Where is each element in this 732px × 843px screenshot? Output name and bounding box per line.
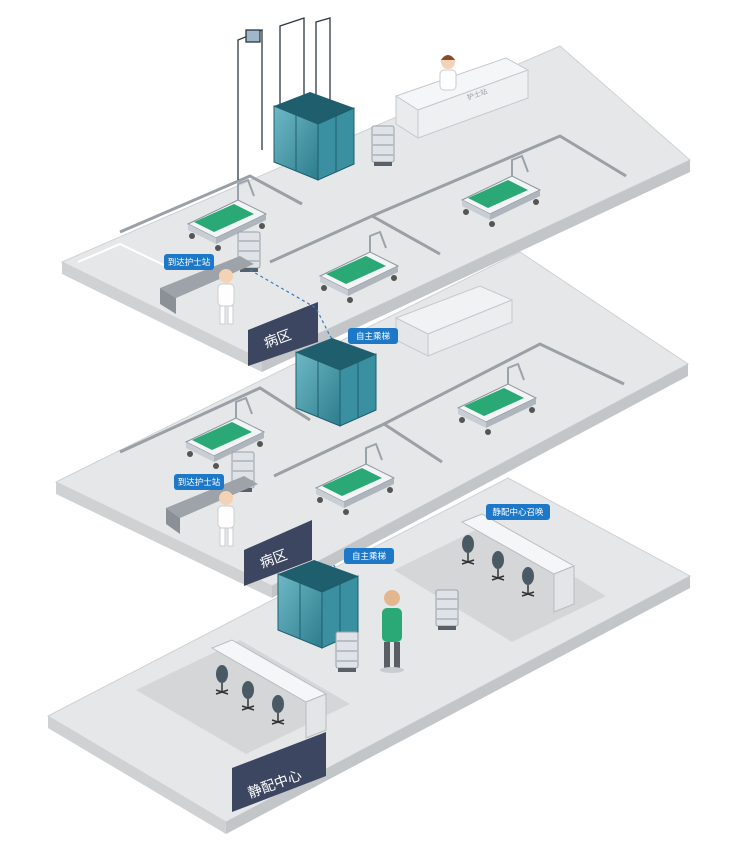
robot-icon — [371, 125, 395, 167]
person-icon — [217, 269, 235, 325]
robot-icon — [335, 631, 359, 673]
reception-counter — [160, 256, 254, 314]
bottom-floor: 静配中心 自主乘梯 静配中心召唤 — [46, 477, 692, 834]
person-icon — [217, 491, 235, 547]
middle-floor: 病区 自主乘梯 到达护士站 — [54, 251, 689, 598]
nurse-icon — [439, 55, 457, 91]
callout-top-nurse-station: 到达护士站 — [164, 254, 214, 270]
callout-text: 自主乘梯 — [356, 331, 391, 342]
elevator-shaft-icon — [237, 17, 331, 180]
callout-text: 到达护士站 — [168, 257, 211, 268]
callout-pivas-call: 静配中心召唤 — [486, 504, 550, 520]
robot-icon — [435, 589, 459, 631]
elevator-icon — [273, 91, 355, 181]
callout-text: 自主乘梯 — [352, 551, 387, 562]
top-floor: 护士站 病区 — [60, 17, 691, 372]
reception-counter — [166, 476, 258, 534]
zone-sign-top: 病区 — [248, 302, 318, 366]
callout-text: 静配中心召唤 — [492, 507, 544, 518]
clean-bench-right — [460, 513, 576, 613]
clean-bench-left — [210, 639, 328, 739]
elevator-icon — [295, 337, 377, 427]
callout-top-elevator: 自主乘梯 — [348, 328, 398, 344]
nurse-desk-top: 护士站 — [394, 57, 530, 139]
callout-mid-nurse-station: 到达护士站 — [174, 474, 224, 490]
zone-sign-middle: 病区 — [244, 520, 312, 586]
person-icon — [380, 590, 404, 673]
callout-mid-elevator: 自主乘梯 — [344, 548, 394, 564]
counter-stack — [394, 285, 514, 357]
callout-text: 到达护士站 — [178, 477, 221, 488]
